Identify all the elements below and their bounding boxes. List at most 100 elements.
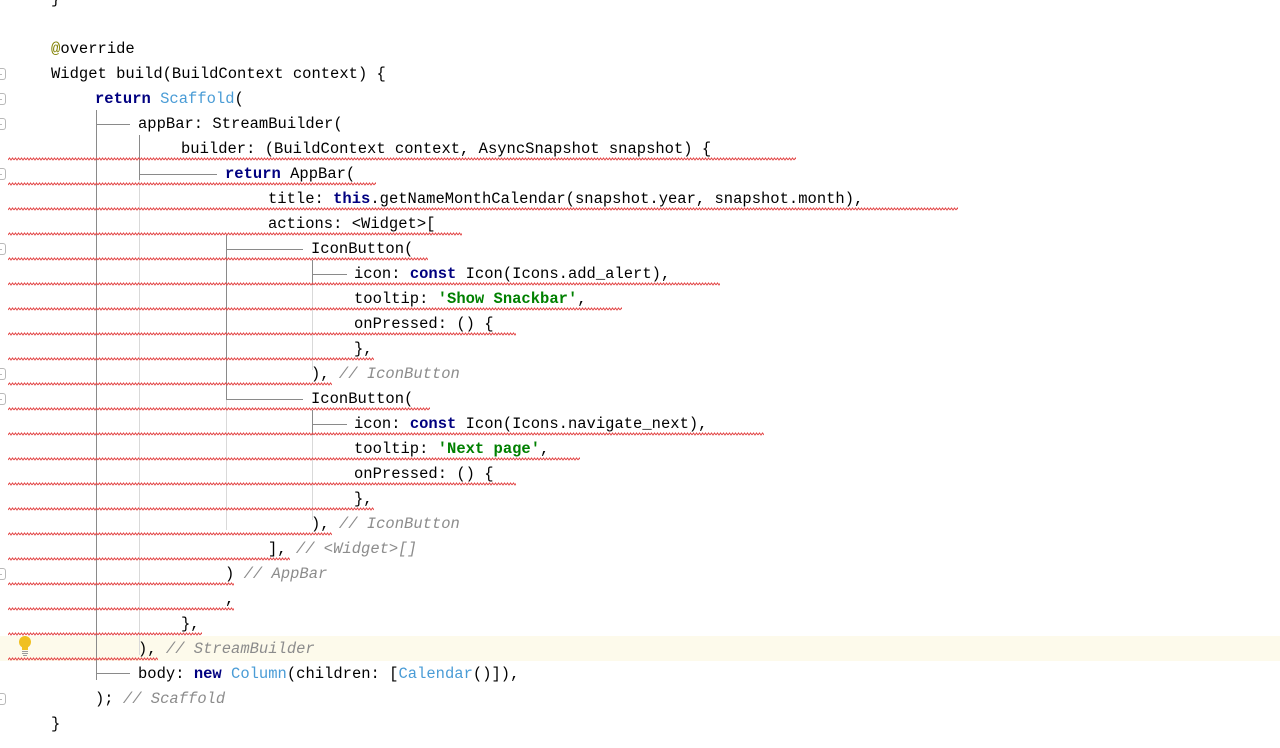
code-token: onPressed: () { bbox=[354, 465, 494, 483]
error-squiggle bbox=[8, 432, 764, 436]
code-token: return bbox=[225, 165, 281, 183]
code-token: const bbox=[409, 415, 457, 433]
code-token: ), bbox=[138, 640, 166, 658]
code-token: icon: bbox=[354, 415, 410, 433]
indent-guide bbox=[226, 235, 227, 400]
code-token: ()]), bbox=[472, 665, 520, 683]
code-line[interactable]: return Scaffold( bbox=[95, 87, 244, 112]
fold-marker-icon[interactable] bbox=[0, 243, 6, 255]
code-token: } bbox=[51, 0, 60, 8]
indent-connector bbox=[226, 249, 303, 250]
code-line[interactable]: title: this.getNameMonthCalendar(snapsho… bbox=[268, 187, 863, 212]
error-squiggle bbox=[8, 482, 516, 486]
code-token: // <Widget>[] bbox=[295, 540, 417, 558]
indent-connector bbox=[312, 274, 347, 275]
code-line[interactable]: IconButton( bbox=[311, 237, 413, 262]
code-token: Widget build(BuildContext context) { bbox=[51, 65, 386, 83]
code-token: Icon(Icons.navigate_next), bbox=[456, 415, 708, 433]
fold-marker-icon[interactable] bbox=[0, 393, 6, 405]
code-line[interactable]: ], // <Widget>[] bbox=[268, 537, 417, 562]
error-squiggle bbox=[8, 332, 516, 336]
code-token: Calendar bbox=[398, 665, 473, 683]
code-token: , bbox=[225, 590, 235, 608]
code-token: const bbox=[409, 265, 457, 283]
code-line[interactable]: onPressed: () { bbox=[354, 312, 494, 337]
code-token: } bbox=[51, 715, 61, 733]
fold-marker-icon[interactable] bbox=[0, 68, 6, 80]
indent-connector bbox=[139, 174, 217, 175]
code-line[interactable]: , bbox=[225, 587, 234, 612]
code-token: // StreamBuilder bbox=[165, 640, 315, 658]
code-line[interactable]: icon: const Icon(Icons.navigate_next), bbox=[354, 412, 707, 437]
code-token: body: bbox=[138, 665, 194, 683]
code-line[interactable]: } bbox=[51, 0, 60, 12]
code-token: Scaffold bbox=[160, 90, 235, 108]
code-line[interactable]: ), // IconButton bbox=[311, 512, 460, 537]
code-token: // AppBar bbox=[243, 565, 328, 583]
code-token: ( bbox=[234, 90, 244, 108]
fold-marker-icon[interactable] bbox=[0, 368, 6, 380]
code-line[interactable]: }, bbox=[181, 612, 200, 637]
code-line[interactable]: icon: const Icon(Icons.add_alert), bbox=[354, 262, 670, 287]
code-line[interactable]: onPressed: () { bbox=[354, 462, 494, 487]
code-token: }, bbox=[181, 615, 200, 633]
error-squiggle bbox=[8, 457, 580, 461]
error-squiggle bbox=[8, 507, 374, 511]
code-line[interactable]: ); // Scaffold bbox=[95, 687, 225, 712]
indent-guide bbox=[312, 260, 313, 370]
code-token: new bbox=[193, 665, 222, 683]
code-line[interactable]: Widget build(BuildContext context) { bbox=[51, 62, 386, 87]
code-line[interactable]: } bbox=[51, 712, 60, 737]
code-token: override bbox=[60, 40, 135, 58]
code-token: ); bbox=[95, 690, 123, 708]
code-token: // IconButton bbox=[338, 365, 460, 383]
error-squiggle bbox=[8, 157, 796, 161]
code-line[interactable]: IconButton( bbox=[311, 387, 413, 412]
code-token: 'Next page' bbox=[437, 440, 541, 458]
lightbulb-icon[interactable] bbox=[17, 636, 33, 658]
code-line[interactable]: tooltip: 'Next page', bbox=[354, 437, 549, 462]
fold-marker-icon[interactable] bbox=[0, 168, 6, 180]
fold-marker-icon[interactable] bbox=[0, 118, 6, 130]
code-line[interactable]: body: new Column(children: [Calendar()])… bbox=[138, 662, 519, 687]
code-token: IconButton( bbox=[311, 240, 414, 258]
code-line[interactable]: ), // StreamBuilder bbox=[138, 637, 315, 662]
code-token: builder: (BuildContext context, AsyncSna… bbox=[181, 140, 712, 158]
indent-guide bbox=[312, 410, 313, 435]
code-token: 'Show Snackbar' bbox=[437, 290, 578, 308]
code-line[interactable]: ) // AppBar bbox=[225, 562, 327, 587]
error-squiggle bbox=[8, 357, 374, 361]
code-line[interactable]: return AppBar( bbox=[225, 162, 355, 187]
indent-connector bbox=[312, 424, 347, 425]
code-line[interactable]: builder: (BuildContext context, AsyncSna… bbox=[181, 137, 711, 162]
code-line[interactable]: }, bbox=[354, 337, 373, 362]
code-line[interactable]: tooltip: 'Show Snackbar', bbox=[354, 287, 587, 312]
code-token: }, bbox=[354, 490, 373, 508]
code-token: ) bbox=[225, 565, 244, 583]
code-line[interactable]: @override bbox=[51, 37, 135, 62]
code-line[interactable]: actions: <Widget>[ bbox=[268, 212, 435, 237]
code-token: // Scaffold bbox=[122, 690, 226, 708]
error-squiggle bbox=[8, 232, 462, 236]
code-token: Column bbox=[231, 665, 287, 683]
code-token: tooltip: bbox=[354, 290, 438, 308]
code-token: Icon(Icons.add_alert), bbox=[456, 265, 671, 283]
code-line[interactable]: }, bbox=[354, 487, 373, 512]
code-token: IconButton( bbox=[311, 390, 414, 408]
gutter bbox=[0, 0, 14, 748]
fold-marker-icon[interactable] bbox=[0, 93, 6, 105]
code-line[interactable]: appBar: StreamBuilder( bbox=[138, 112, 343, 137]
code-token: return bbox=[95, 90, 151, 108]
indent-connector bbox=[96, 673, 130, 674]
code-token: (children: [ bbox=[286, 665, 399, 683]
fold-marker-icon[interactable] bbox=[0, 693, 6, 705]
fold-marker-icon[interactable] bbox=[0, 568, 6, 580]
code-token: actions: <Widget>[ bbox=[268, 215, 436, 233]
code-token bbox=[222, 665, 231, 683]
indent-guide bbox=[312, 260, 313, 285]
error-squiggle bbox=[8, 632, 202, 636]
code-line[interactable]: ), // IconButton bbox=[311, 362, 460, 387]
error-squiggle bbox=[8, 257, 428, 261]
code-token: }, bbox=[354, 340, 373, 358]
